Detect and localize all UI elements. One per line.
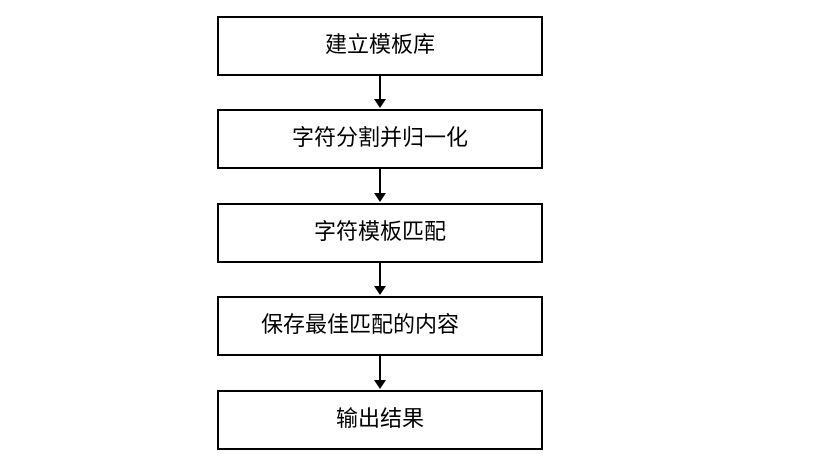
step-label: 保存最佳匹配的内容 <box>260 313 459 338</box>
step-output-result: 输出结果 <box>217 390 543 450</box>
arrow-down <box>374 169 386 202</box>
step-label: 字符分割并归一化 <box>291 126 468 151</box>
arrow-head-icon <box>374 380 386 389</box>
arrow-down <box>374 76 386 108</box>
step-save-best-match: 保存最佳匹配的内容 <box>217 296 543 356</box>
step-segment-and-normalize: 字符分割并归一化 <box>217 109 543 169</box>
step-label: 输出结果 <box>335 407 424 432</box>
step-template-matching: 字符模板匹配 <box>217 203 543 263</box>
arrow-down <box>374 263 386 295</box>
step-build-template-library: 建立模板库 <box>217 16 543 76</box>
arrow-head-icon <box>374 99 386 108</box>
arrow-head-icon <box>374 193 386 202</box>
arrow-head-icon <box>374 286 386 295</box>
step-label: 建立模板库 <box>324 33 435 58</box>
step-label: 字符模板匹配 <box>313 220 446 245</box>
arrow-down <box>374 356 386 389</box>
